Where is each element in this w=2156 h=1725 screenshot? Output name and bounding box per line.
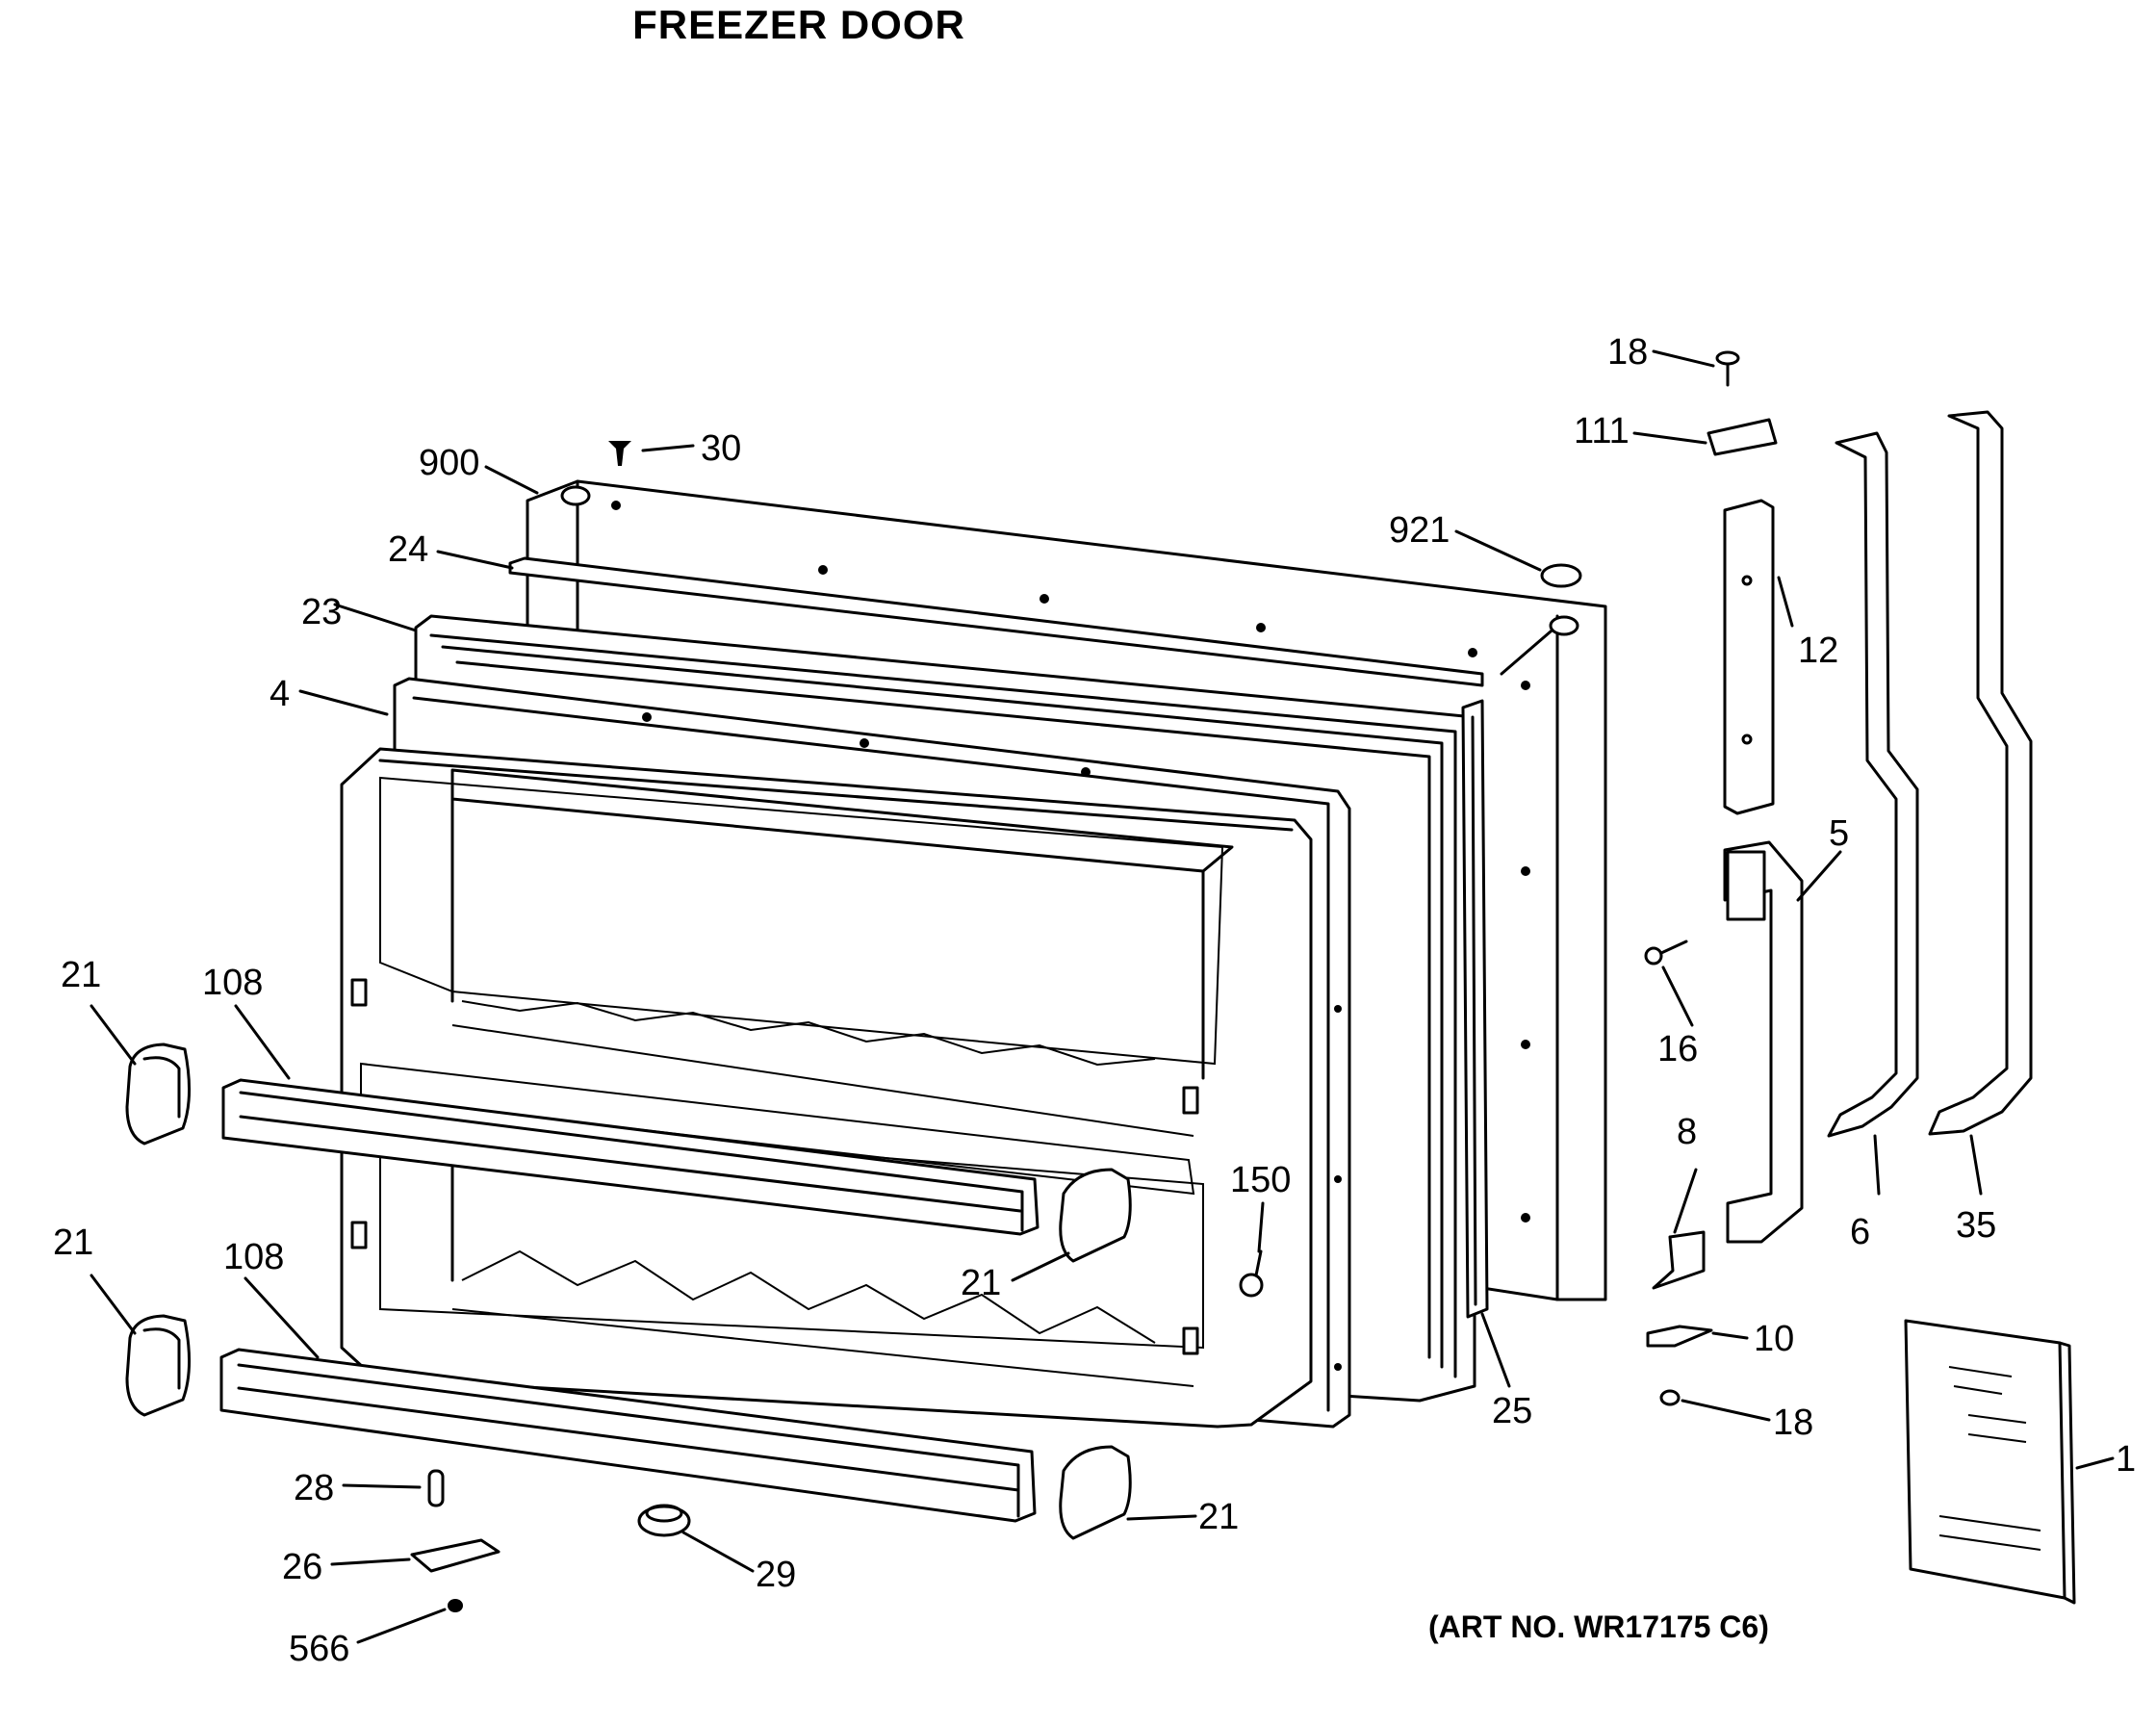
callout-12: 12 [1798, 631, 1838, 671]
diagram-title: FREEZER DOOR [632, 2, 965, 47]
callout-4: 4 [270, 674, 290, 714]
callout-18-bottom: 18 [1773, 1403, 1813, 1443]
trim-strip [508, 556, 1484, 687]
door-handle-6 [1827, 431, 1919, 1138]
seal-strip [1461, 699, 1489, 1319]
screw-16 [1644, 940, 1688, 965]
callout-8: 8 [1677, 1112, 1697, 1152]
leader-lines [90, 349, 2115, 1644]
callout-900: 900 [419, 443, 479, 483]
screw-18-bottom [1659, 1389, 1681, 1406]
callout-108-lower: 108 [223, 1237, 284, 1277]
end-cap-right-lower [1059, 1445, 1132, 1540]
callout-6: 6 [1850, 1212, 1870, 1252]
end-cap-right-upper [1059, 1168, 1132, 1263]
plug-921 [1540, 563, 1582, 588]
end-cap-left-upper [125, 1043, 191, 1146]
handle-cover-35 [1928, 410, 2033, 1136]
handle-mount-12 [1723, 499, 1775, 815]
door-liner [340, 747, 1313, 1429]
screw-30 [608, 441, 631, 466]
upper-shelf-bar [221, 1078, 1040, 1236]
callout-111: 111 [1574, 411, 1630, 451]
bracket-8 [1652, 1230, 1706, 1290]
cap-29 [637, 1504, 691, 1537]
bracket-26 [410, 1538, 500, 1573]
callout-566: 566 [289, 1629, 349, 1669]
screw-566 [448, 1599, 463, 1612]
callout-28: 28 [294, 1468, 334, 1508]
handle-end-5 [1723, 840, 1804, 1244]
hinge-bracket-111 [1707, 418, 1778, 456]
callout-23: 23 [301, 592, 342, 632]
callout-10: 10 [1754, 1319, 1794, 1359]
callout-21-left-lower: 21 [53, 1223, 93, 1263]
callout-35: 35 [1956, 1205, 1996, 1246]
callout-16: 16 [1657, 1029, 1698, 1069]
callout-108-upper: 108 [202, 963, 263, 1003]
end-cap-left-lower [125, 1314, 191, 1417]
callout-21-right-upper: 21 [961, 1263, 1001, 1303]
callout-921: 921 [1389, 510, 1450, 551]
callout-24: 24 [388, 529, 428, 570]
callout-25: 25 [1492, 1391, 1532, 1431]
screw-150 [1239, 1249, 1264, 1298]
owners-manual-1 [1904, 1319, 2076, 1605]
callout-18-top: 18 [1607, 332, 1648, 373]
callout-29: 29 [756, 1555, 796, 1595]
callout-21-right-lower: 21 [1198, 1497, 1239, 1537]
art-number: (ART NO. WR17175 C6) [1428, 1609, 1769, 1644]
callout-21-left-upper: 21 [61, 955, 101, 995]
pin-28 [427, 1469, 445, 1507]
screw-18-top [1715, 350, 1740, 387]
callout-1: 1 [2116, 1439, 2136, 1480]
hinge-10 [1646, 1325, 1713, 1348]
callout-30: 30 [701, 428, 741, 469]
callout-labels: 900 30 24 23 4 921 18 111 12 5 16 6 35 8… [53, 332, 2136, 1669]
lower-shelf-bar [219, 1348, 1037, 1523]
callout-150: 150 [1230, 1160, 1291, 1200]
callout-5: 5 [1829, 813, 1849, 854]
callout-26: 26 [282, 1547, 322, 1587]
